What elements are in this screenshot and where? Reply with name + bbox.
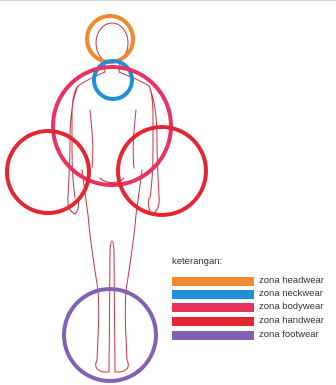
figure-torso-legs bbox=[72, 72, 153, 372]
legend-item-bodywear: zona bodywear bbox=[172, 301, 336, 313]
legend-swatch-bodywear bbox=[172, 303, 254, 312]
figure-torso-detail bbox=[90, 110, 136, 183]
legend-swatch-handwear bbox=[172, 317, 254, 326]
legend-swatch-headwear bbox=[172, 277, 254, 286]
legend-label-bodywear: zona bodywear bbox=[259, 301, 323, 313]
legend-label-headwear: zona headwear bbox=[259, 275, 324, 287]
legend-item-handwear: zona handwear bbox=[172, 315, 336, 327]
legend-label-neckwear: zona neckwear bbox=[259, 288, 323, 300]
legend-item-headwear: zona headwear bbox=[172, 275, 336, 287]
legend-swatch-footwear bbox=[172, 331, 254, 340]
figure-left-arm bbox=[68, 86, 79, 214]
legend-item-footwear: zona footwear bbox=[172, 329, 336, 341]
legend-item-neckwear: zona neckwear bbox=[172, 288, 336, 300]
legend-swatch-neckwear bbox=[172, 290, 254, 299]
legend-label-handwear: zona handwear bbox=[259, 315, 324, 327]
legend-label-footwear: zona footwear bbox=[259, 329, 319, 341]
legend-title: keterangan: bbox=[172, 256, 222, 267]
handwear-zone-ring-right bbox=[118, 127, 206, 215]
